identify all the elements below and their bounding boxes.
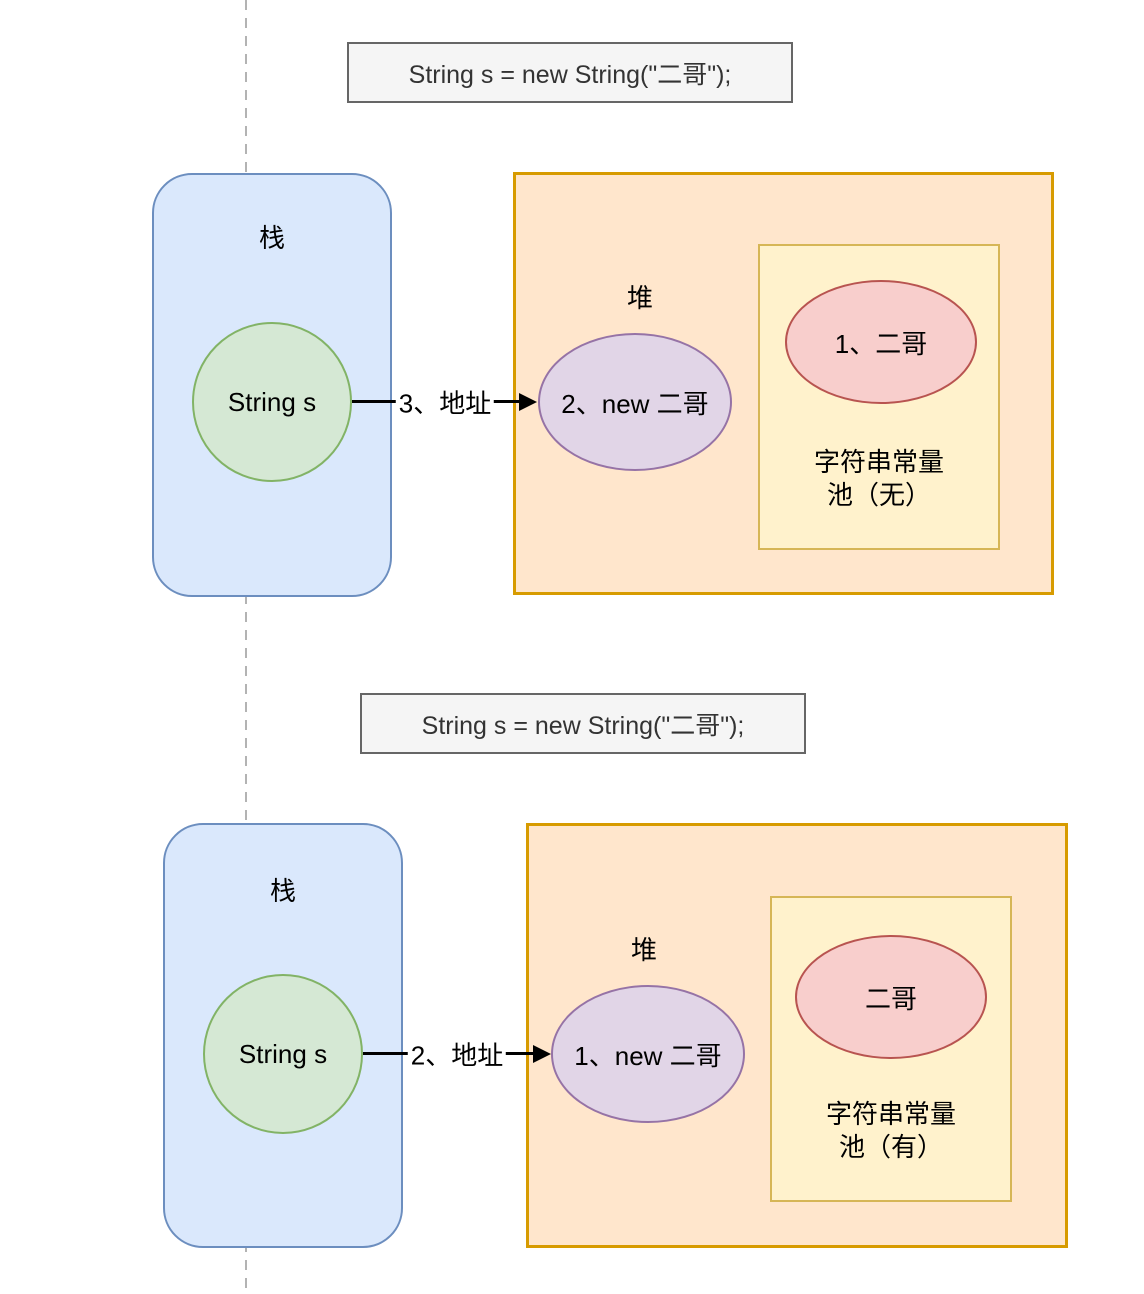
stack-variable-label: String s (227, 386, 317, 417)
timeline-dashed-line (245, 0, 247, 1294)
string-pool-label-line1: 字符串常量 (813, 447, 944, 477)
pool-constant-ellipse: 二哥 (795, 935, 987, 1059)
reference-arrow-label: 3、地址 (395, 383, 495, 421)
stack-variable-circle: String s (192, 322, 352, 482)
heap-object-ellipse: 2、new 二哥 (538, 333, 732, 471)
stack-variable-circle: String s (203, 974, 363, 1134)
pool-constant-ellipse: 1、二哥 (785, 280, 977, 404)
arrow-head-icon (533, 1045, 551, 1063)
stack-label: 栈 (258, 223, 285, 253)
string-pool-label: 字符串常量 池（有） (770, 1098, 1012, 1164)
heap-object-label: 2、new 二哥 (561, 388, 709, 419)
arrow-head-icon (519, 393, 537, 411)
stack-variable-label: String s (238, 1038, 328, 1069)
string-pool-label-line2: 池（有） (838, 1132, 943, 1162)
heap-object-label: 1、new 二哥 (574, 1040, 722, 1071)
code-statement-box: String s = new String("二哥"); (347, 42, 793, 103)
heap-label: 堆 (630, 935, 657, 965)
pool-constant-label: 二哥 (864, 983, 917, 1014)
string-pool-label-line1: 字符串常量 (825, 1099, 956, 1129)
code-statement-text: String s = new String("二哥"); (408, 60, 732, 89)
string-pool-label-line2: 池（无） (826, 480, 931, 510)
pool-constant-label: 1、二哥 (834, 328, 928, 359)
heap-label: 堆 (626, 283, 653, 313)
heap-object-ellipse: 1、new 二哥 (551, 985, 745, 1123)
code-statement-text: String s = new String("二哥"); (421, 711, 745, 740)
stack-label: 栈 (269, 876, 296, 906)
string-pool-label: 字符串常量 池（无） (758, 446, 1000, 512)
code-statement-box: String s = new String("二哥"); (360, 693, 806, 754)
reference-arrow-label: 2、地址 (407, 1035, 507, 1073)
